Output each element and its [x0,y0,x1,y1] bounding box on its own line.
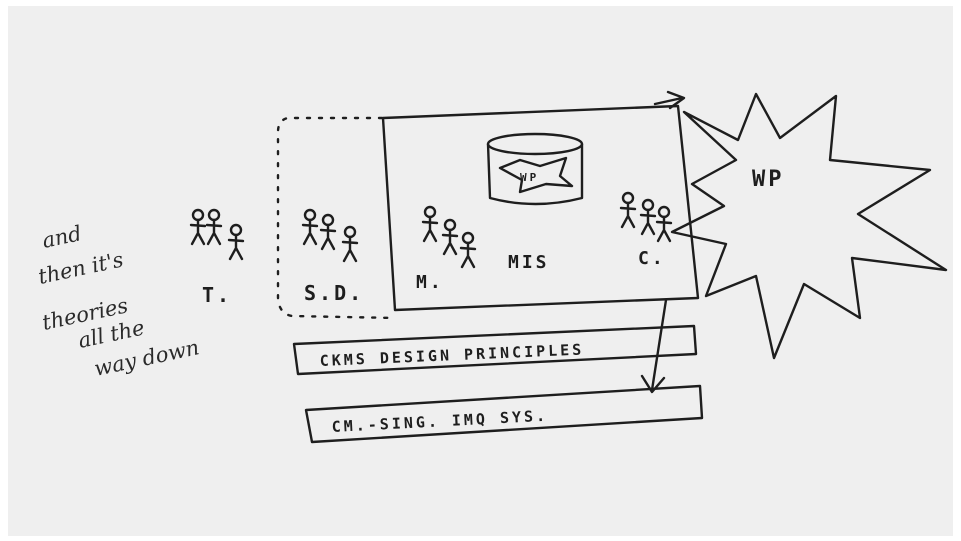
stick-figure [301,208,319,246]
wp-starburst [670,92,948,360]
arrow-down-head [640,374,666,394]
group-t-figures [189,208,245,261]
dotted-boundary [276,116,398,320]
group-mis-label: MIS [508,252,550,273]
group-c-label: C. [638,248,666,269]
group-m-label: M. [416,272,444,293]
stick-figure [441,218,459,256]
stick-figure [319,213,337,251]
arrow-to-wp [653,96,684,106]
database-drum: WP [486,132,584,206]
group-t-label: T. [202,283,232,307]
stick-figure [459,231,477,269]
stick-figure [619,191,637,229]
people-groups [189,191,673,269]
arrow-head-top [666,90,686,110]
db-label: WP [520,171,539,184]
group-sd-figures [301,208,359,263]
group-m-figures [421,205,477,269]
paper-background [8,6,953,536]
stick-figure [421,205,439,243]
stick-figure [227,223,245,261]
mis-box [381,104,700,312]
group-c-figures [619,191,673,243]
group-sd-label: S.D. [304,281,364,305]
db-shape [498,156,574,194]
stick-figure [341,225,359,263]
stick-figure [189,208,207,246]
stick-figure [205,208,223,246]
stick-figure [655,205,673,243]
stick-figure [639,198,657,236]
starburst-label: WP [752,167,785,192]
arrow-down [650,298,668,392]
